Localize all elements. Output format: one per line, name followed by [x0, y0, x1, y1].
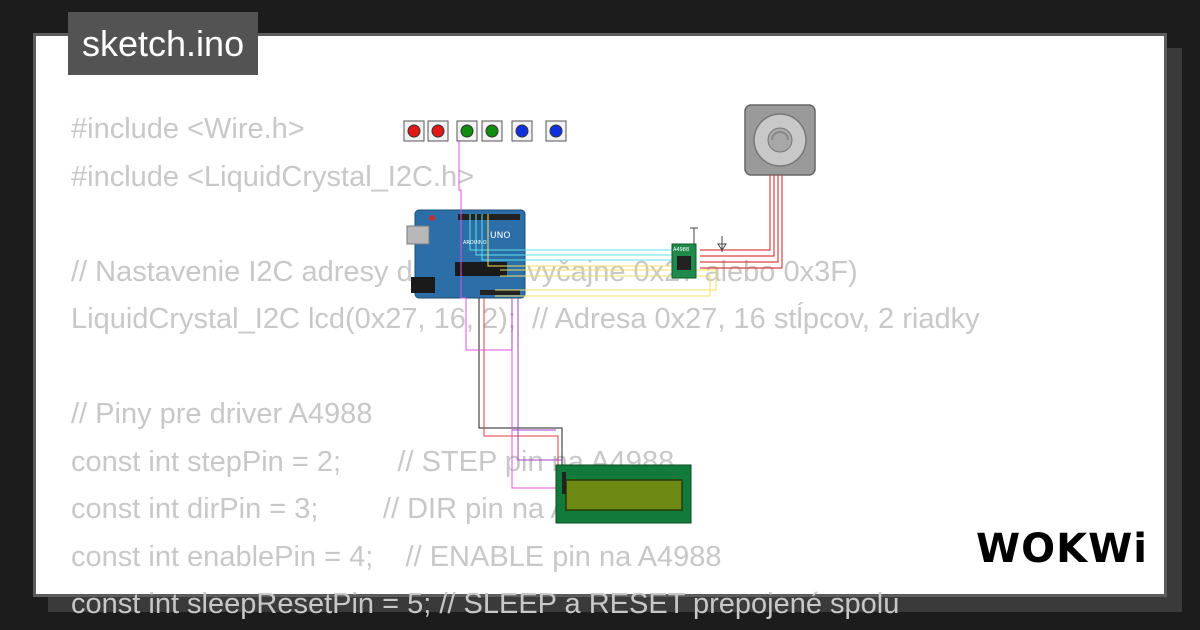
pushbutton-green[interactable] — [481, 120, 503, 142]
power-symbols — [690, 227, 727, 252]
code-line: LiquidCrystal_I2C lcd(0x27, 16, 2); // A… — [71, 303, 980, 335]
pushbutton-red[interactable] — [427, 120, 449, 142]
pushbutton-green[interactable] — [456, 120, 478, 142]
arduino-uno-board[interactable]: UNO ARDUINO — [406, 209, 526, 299]
preview-card: #include <Wire.h> #include <LiquidCrystal… — [33, 33, 1167, 620]
board-label: UNO — [490, 231, 510, 241]
signal-wires — [469, 214, 717, 297]
code-line: // Piny pre driver A4988 — [71, 398, 373, 430]
lcd-wires — [458, 140, 563, 489]
board-brand: ARDUINO — [463, 240, 487, 246]
code-line: const int enablePin = 4; // ENABLE pin n… — [71, 540, 722, 573]
pushbutton-row[interactable] — [403, 120, 567, 142]
wokwi-logo: WOKWi — [976, 526, 1148, 572]
driver-label: A4988 — [673, 247, 689, 253]
pushbutton-red[interactable] — [403, 120, 425, 142]
code-line: // Nastavenie I2C adresy displeja (zvyča… — [71, 255, 858, 288]
code-line: #include <LiquidCrystal_I2C.h> — [71, 160, 475, 193]
motor-wires — [700, 175, 783, 269]
code-line: const int sleepResetPin = 5; // SLEEP a … — [71, 588, 900, 620]
pushbutton-blue[interactable] — [545, 120, 567, 142]
code-line: #include <Wire.h> — [71, 113, 305, 145]
stepper-motor[interactable] — [744, 104, 816, 176]
file-tab[interactable]: sketch.ino — [68, 12, 259, 75]
lcd-display[interactable] — [555, 464, 692, 524]
pushbutton-blue[interactable] — [511, 120, 533, 142]
code-listing: #include <Wire.h> #include <LiquidCrystal… — [71, 106, 980, 629]
a4988-driver[interactable]: A4988 — [671, 243, 697, 279]
code-line: const int stepPin = 2; // STEP pin na A4… — [71, 445, 675, 478]
